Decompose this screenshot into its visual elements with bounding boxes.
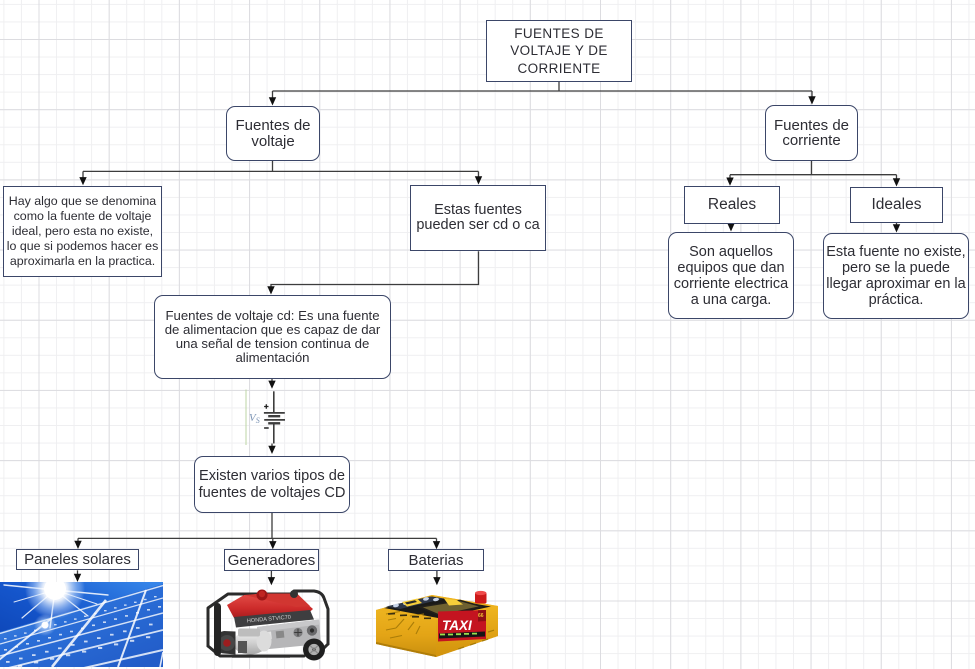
svg-text:HONDA STVIC70: HONDA STVIC70 bbox=[247, 615, 291, 625]
svg-text:TAXI: TAXI bbox=[442, 618, 472, 633]
svg-text:66: 66 bbox=[478, 613, 484, 619]
svg-text:VS: VS bbox=[249, 412, 260, 425]
